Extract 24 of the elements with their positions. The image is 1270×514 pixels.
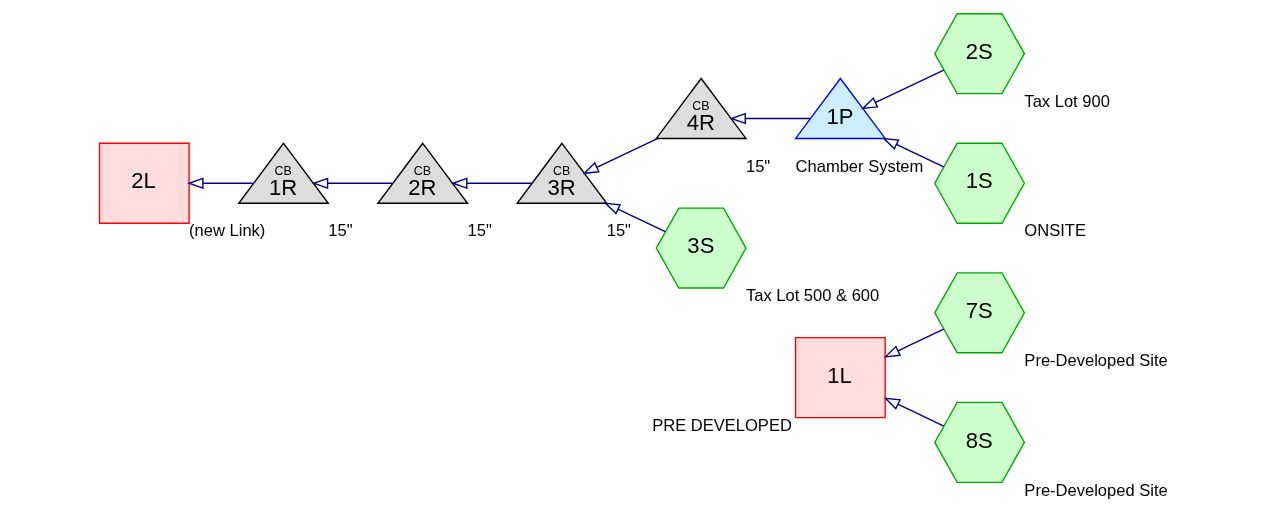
arrow: [883, 397, 945, 427]
node-box: 2L: [98, 142, 190, 224]
arrow: [729, 112, 811, 125]
arrow: [582, 137, 659, 175]
arrow: [311, 177, 394, 190]
arrow: [603, 202, 667, 233]
node-label: 15": [745, 156, 771, 176]
node-label: Chamber System: [795, 156, 924, 176]
arrow: [187, 177, 254, 190]
node-label: Pre-Developed Site: [1024, 351, 1168, 371]
arrow: [450, 177, 533, 190]
node-label: PRE DEVELOPED: [652, 415, 792, 435]
node-label: Tax Lot 900: [1024, 91, 1110, 111]
node-label: 15": [328, 221, 353, 241]
arrow: [883, 328, 945, 358]
node-label: Tax Lot 500 & 600: [745, 286, 880, 306]
arrow: [861, 69, 945, 110]
arrow: [882, 137, 945, 168]
node-label: 15": [606, 221, 632, 241]
node-label: (new Link): [189, 221, 266, 241]
node-box: 1L: [794, 336, 886, 419]
node-label: Pre-Developed Site: [1024, 480, 1168, 500]
node-label: ONSITE: [1024, 221, 1086, 241]
node-label: 15": [467, 221, 492, 241]
